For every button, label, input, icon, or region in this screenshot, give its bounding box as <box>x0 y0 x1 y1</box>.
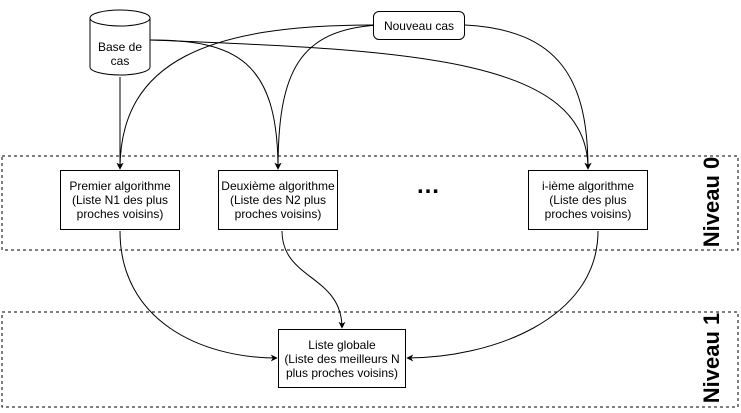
deuxieme-algorithme-node: Deuxième algorithme (Liste des N2 plus p… <box>218 170 338 230</box>
edge-deuxieme-to-liste <box>281 230 346 329</box>
niveau-0-label: Niveau 0 <box>699 156 724 248</box>
base-de-cas-label: Base de cas <box>97 40 143 68</box>
niveau-1-label: Niveau 1 <box>699 312 724 404</box>
edge-base-to-ieme <box>149 39 592 170</box>
database-cylinder <box>89 9 151 76</box>
i-eme-algorithme-node: i-ième algorithme (Liste des plus proche… <box>528 170 648 230</box>
edge-ieme-to-liste <box>406 230 599 362</box>
ellipsis-label: … <box>416 172 441 199</box>
edge-nouveau-to-premier <box>116 24 374 170</box>
nouveau-cas-node: Nouveau cas <box>373 11 465 40</box>
niveau-1-container <box>1 311 739 408</box>
liste-globale-node: Liste globale (Liste des meilleurs N plu… <box>278 329 406 388</box>
niveau-0-container <box>1 155 739 251</box>
edge-base-to-deuxieme <box>149 39 282 170</box>
edge-nouveau-to-deuxieme <box>274 24 379 170</box>
edge-nouveau-to-ieme <box>464 24 592 170</box>
premier-algorithme-node: Premier algorithme (Liste N1 des plus pr… <box>60 170 180 230</box>
edge-premier-to-liste <box>119 230 278 362</box>
